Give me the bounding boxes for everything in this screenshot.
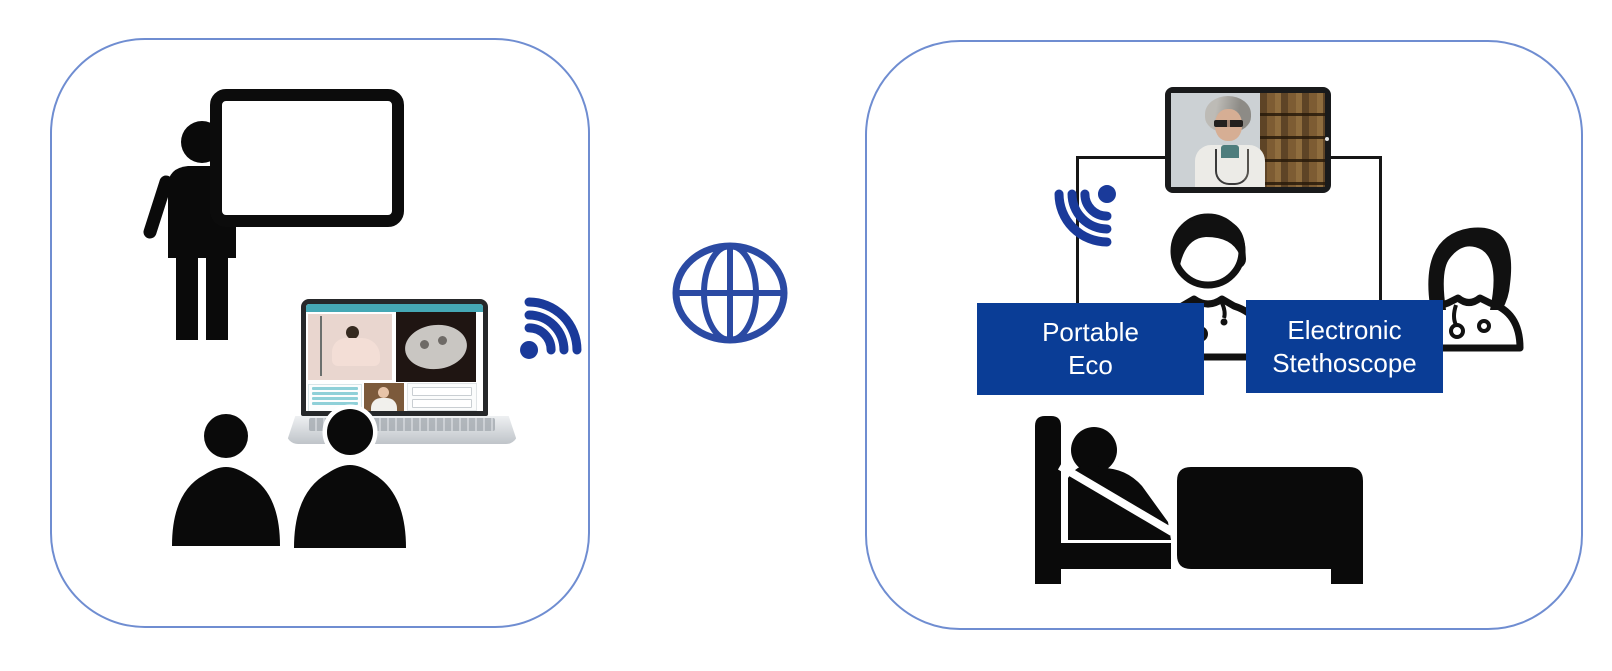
doctor-icon xyxy=(1146,213,1272,361)
classroom-panel xyxy=(50,38,590,628)
label-line: Eco xyxy=(1068,350,1113,380)
patient-room-panel xyxy=(865,40,1583,630)
audience-person-icon xyxy=(289,404,411,553)
ct-detail xyxy=(438,336,447,345)
wifi-icon xyxy=(520,297,582,359)
patient-head xyxy=(346,326,359,339)
label-line: Electronic xyxy=(1287,314,1402,345)
doctor-head xyxy=(378,387,389,398)
electronic-stethoscope-label: Electronic Stethoscope xyxy=(1246,300,1443,393)
laptop-app-titlebar xyxy=(306,304,483,312)
specialist-stethoscope xyxy=(1215,149,1249,185)
audience-person-icon xyxy=(172,414,280,546)
iv-pole xyxy=(320,316,322,376)
internet-globe-icon xyxy=(672,242,788,344)
portable-eco-label: Portable Eco xyxy=(977,303,1204,395)
doctor-video-feed xyxy=(364,383,404,411)
patient-in-bed-icon xyxy=(1035,416,1363,584)
ct-detail xyxy=(420,340,429,349)
wifi-icon xyxy=(1054,185,1116,247)
tablet-camera-dot xyxy=(1325,137,1329,141)
bookshelf-background xyxy=(1260,93,1325,187)
label-line: Portable xyxy=(1042,317,1139,347)
video-call-tablet xyxy=(1165,87,1331,193)
form-panel xyxy=(407,383,477,411)
label-line: Stethoscope xyxy=(1272,347,1417,378)
specialist-video-feed xyxy=(1171,93,1325,187)
patient-video-feed xyxy=(308,314,392,380)
specialist-glasses xyxy=(1214,120,1243,127)
doctor-coat xyxy=(371,398,397,411)
laptop-screen xyxy=(301,299,488,416)
connector-line-right xyxy=(1379,156,1382,303)
ct-scan-view xyxy=(396,312,476,382)
ct-scan-slice xyxy=(402,321,470,373)
patient-body xyxy=(332,338,380,366)
specialist-coat xyxy=(1195,145,1265,187)
whiteboard-icon xyxy=(210,89,404,227)
